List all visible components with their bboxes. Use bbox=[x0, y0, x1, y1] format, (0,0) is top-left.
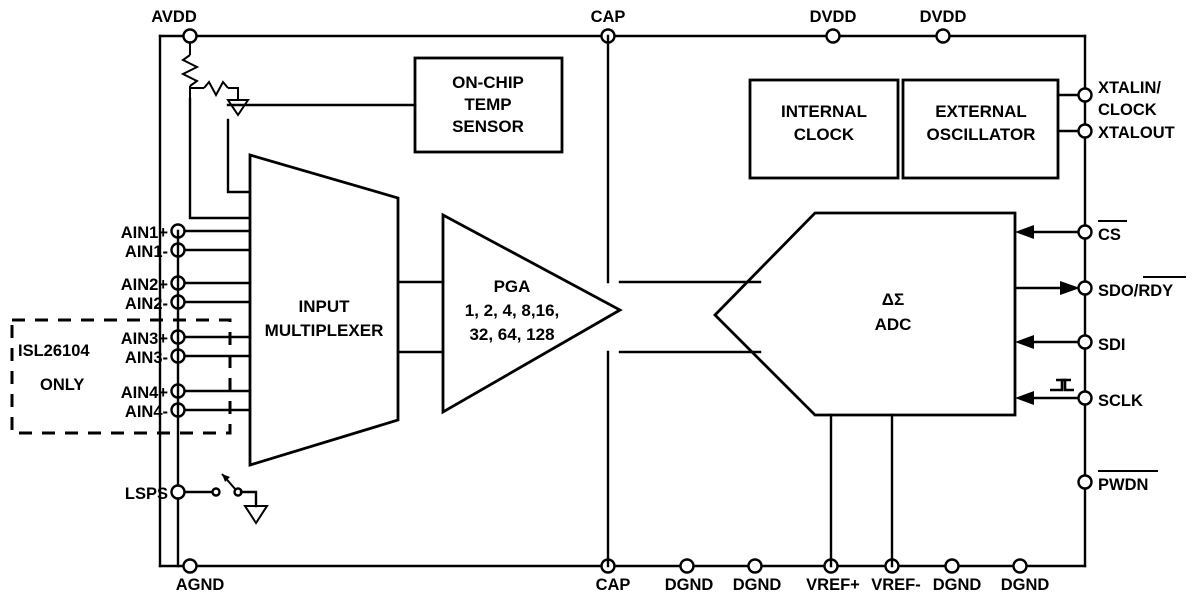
arrow-in-icon-cs bbox=[1015, 225, 1034, 239]
pin-label-sdi: SDI bbox=[1098, 336, 1126, 354]
ground-symbol-icon bbox=[243, 505, 269, 525]
external-oscillator-line-1: EXTERNAL bbox=[935, 102, 1027, 121]
pin-sdi[interactable]: SDI bbox=[1015, 334, 1126, 354]
pin-ain1n[interactable]: AIN1- bbox=[125, 242, 252, 261]
vref-rails bbox=[829, 413, 894, 568]
pin-sdo-rdy[interactable]: SDO/RDY bbox=[1013, 276, 1186, 300]
pin-cap-bottom[interactable]: CAP bbox=[596, 558, 631, 595]
pin-label-ain1n: AIN1- bbox=[125, 243, 168, 261]
pin-vrefp[interactable]: VREF+ bbox=[806, 558, 860, 595]
block-input-multiplexer: INPUT MULTIPLEXER bbox=[248, 153, 400, 467]
temp-sensor-line-3: SENSOR bbox=[452, 117, 524, 136]
pin-label-dgnd-1: DGND bbox=[665, 576, 714, 594]
pin-label-cap-bottom: CAP bbox=[596, 576, 631, 594]
pin-cs[interactable]: CS bbox=[1015, 220, 1127, 244]
pin-label-avdd: AVDD bbox=[151, 8, 197, 26]
pin-label-cs: CS bbox=[1098, 226, 1121, 244]
pin-label-lsps: LSPS bbox=[125, 485, 168, 503]
pin-label-dgnd-4: DGND bbox=[1001, 576, 1050, 594]
arrow-in-icon-sdi bbox=[1015, 335, 1034, 349]
pin-label-pwdn: PWDN bbox=[1098, 476, 1148, 494]
pin-ain1p[interactable]: AIN1+ bbox=[121, 223, 252, 242]
pin-label-ain3n: AIN3- bbox=[125, 349, 168, 367]
arrow-in-icon-sclk bbox=[1015, 391, 1034, 405]
pin-label-cap-top: CAP bbox=[591, 8, 626, 26]
block-adc: ΔΣ ADC bbox=[618, 211, 1017, 417]
input-multiplexer-line-2: MULTIPLEXER bbox=[265, 321, 384, 340]
arrow-out-icon-sdo bbox=[1060, 281, 1080, 295]
pin-ain2p[interactable]: AIN2+ bbox=[121, 275, 252, 294]
pin-dgnd-4[interactable]: DGND bbox=[1001, 558, 1050, 595]
adc-line-1: ΔΣ bbox=[882, 290, 904, 309]
pga-line-1: PGA bbox=[494, 277, 531, 296]
switch-contact-left bbox=[211, 487, 221, 497]
internal-clock-line-1: INTERNAL bbox=[781, 102, 867, 121]
adc-line-2: ADC bbox=[875, 315, 912, 334]
pin-label-dgnd-3: DGND bbox=[933, 576, 982, 594]
pin-label-ain3p: AIN3+ bbox=[121, 330, 168, 348]
top-pins: AVDD CAP DVDD DVDD bbox=[151, 8, 967, 44]
bottom-pins: AGND CAP DGND DGND VREF+ VREF- DGND DGN bbox=[176, 558, 1050, 595]
lsps-switch-group: LSPS bbox=[125, 473, 269, 525]
pin-pwdn[interactable]: PWDN bbox=[1077, 470, 1159, 494]
pin-label-agnd: AGND bbox=[176, 576, 225, 594]
pin-dgnd-1[interactable]: DGND bbox=[665, 558, 714, 595]
isl26104-only-dashed-border bbox=[10, 318, 232, 435]
pga-line-3: 32, 64, 128 bbox=[469, 325, 554, 344]
pin-label-vrefn: VREF- bbox=[871, 576, 921, 594]
pin-label-ain2p: AIN2+ bbox=[121, 276, 168, 294]
isl26104-only-line-1: ISL26104 bbox=[18, 342, 90, 360]
pin-label-dvdd-1: DVDD bbox=[810, 8, 857, 26]
pin-xtalin-clock[interactable]: XTALIN/ CLOCK bbox=[1077, 79, 1162, 119]
pin-label-vrefp: VREF+ bbox=[806, 576, 860, 594]
internal-clock-line-2: CLOCK bbox=[794, 125, 855, 144]
pin-label-dgnd-2: DGND bbox=[733, 576, 782, 594]
external-oscillator-line-2: OSCILLATOR bbox=[927, 125, 1036, 144]
pga-line-2: 1, 2, 4, 8,16, bbox=[465, 301, 560, 320]
pin-xtalout[interactable]: XTALOUT bbox=[1077, 123, 1175, 142]
isl26104-only-line-2: ONLY bbox=[40, 376, 84, 394]
avdd-bias-network bbox=[180, 43, 252, 220]
pin-label-sclk: SCLK bbox=[1098, 392, 1143, 410]
pin-label-ain4n: AIN4- bbox=[125, 403, 168, 421]
pin-label-xtalin: XTALIN/ bbox=[1098, 79, 1161, 97]
temp-sensor-line-2: TEMP bbox=[464, 95, 511, 114]
pin-avdd[interactable]: AVDD bbox=[151, 8, 198, 44]
block-pga: PGA 1, 2, 4, 8,16, 32, 64, 128 bbox=[396, 212, 623, 415]
input-multiplexer-line-1: INPUT bbox=[299, 297, 351, 316]
pin-vrefn[interactable]: VREF- bbox=[871, 558, 921, 595]
pin-lsps[interactable]: LSPS bbox=[125, 484, 186, 503]
left-analog-inputs: AIN1+ AIN1- AIN2+ AIN2- AIN3+ AIN3- bbox=[121, 223, 252, 568]
pin-label-ain4p: AIN4+ bbox=[121, 384, 168, 402]
schmitt-trigger-icon bbox=[1050, 378, 1074, 392]
pin-label-ain2n: AIN2- bbox=[125, 295, 168, 313]
pin-ain2n[interactable]: AIN2- bbox=[125, 294, 252, 313]
block-temp-sensor: ON-CHIP TEMP SENSOR bbox=[226, 56, 564, 154]
pin-dvdd-2[interactable]: DVDD bbox=[920, 8, 967, 44]
pin-label-sdo-rdy: SDO/RDY bbox=[1098, 282, 1173, 300]
pin-label-xtalout: XTALOUT bbox=[1098, 124, 1175, 142]
right-digital-pins: XTALIN/ CLOCK XTALOUT CS SDO/RDY bbox=[1013, 79, 1186, 494]
pin-dgnd-3[interactable]: DGND bbox=[933, 558, 982, 595]
pin-label-dvdd-2: DVDD bbox=[920, 8, 967, 26]
pin-sclk[interactable]: SCLK bbox=[1015, 378, 1143, 410]
temp-sensor-line-1: ON-CHIP bbox=[452, 73, 524, 92]
pin-agnd[interactable]: AGND bbox=[176, 558, 225, 595]
pin-dgnd-2[interactable]: DGND bbox=[733, 558, 782, 595]
switch-arrow-icon bbox=[222, 474, 230, 482]
block-internal-clock: INTERNAL CLOCK bbox=[748, 78, 900, 180]
pin-dvdd-1[interactable]: DVDD bbox=[810, 8, 857, 44]
pin-label-clock: CLOCK bbox=[1098, 101, 1157, 119]
isl26104-only-group: ISL26104 ONLY bbox=[10, 318, 232, 435]
block-external-oscillator: EXTERNAL OSCILLATOR bbox=[901, 78, 1087, 180]
pin-label-ain1p: AIN1+ bbox=[121, 224, 168, 242]
